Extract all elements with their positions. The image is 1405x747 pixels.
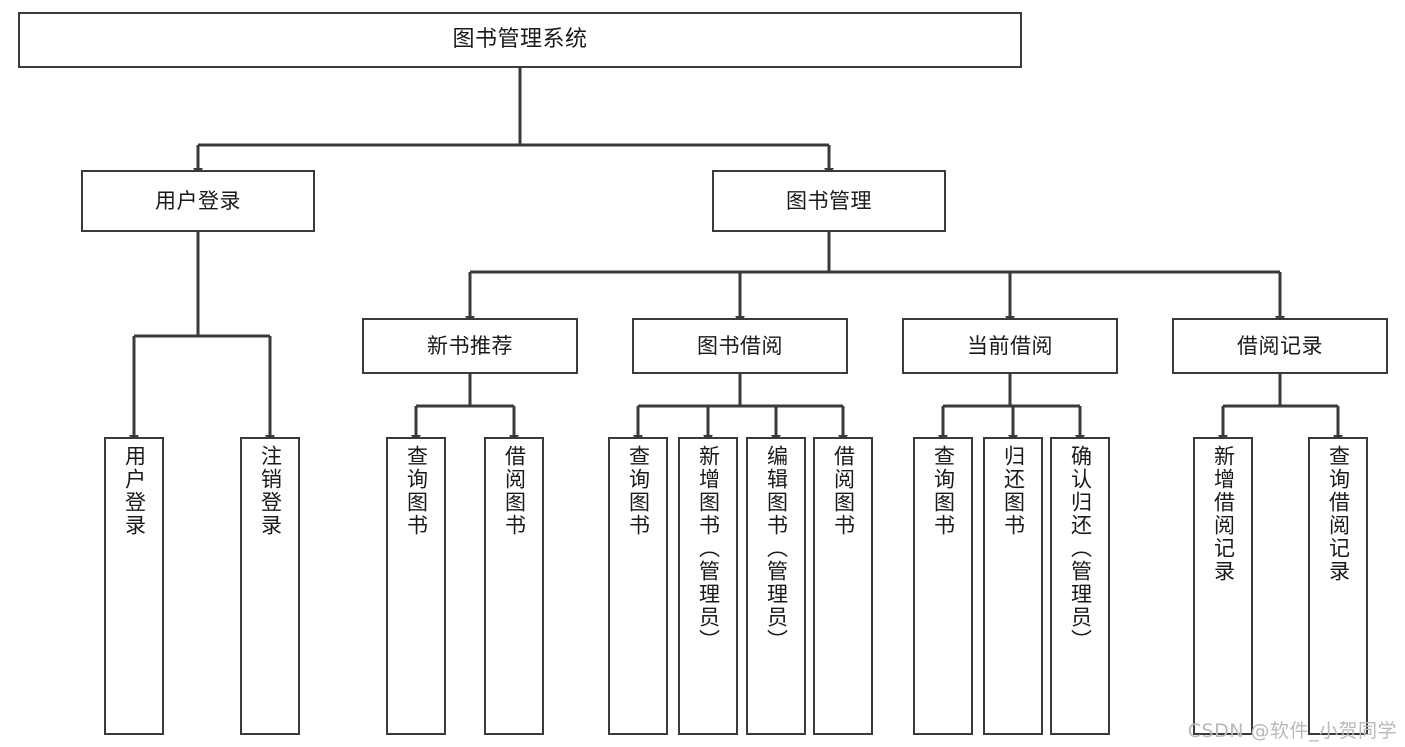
node-label: 编辑图书（管理员）: [764, 445, 789, 652]
node-root[interactable]: 图书管理系统: [18, 12, 1022, 68]
node-newbooks[interactable]: 新书推荐: [362, 318, 578, 374]
node-label: 归还图书: [1001, 445, 1026, 537]
node-label: 借阅图书: [831, 445, 856, 537]
node-l_r_query[interactable]: 查询借阅记录: [1308, 437, 1368, 735]
node-l_b_add[interactable]: 新增图书（管理员）: [678, 437, 738, 735]
node-l_login[interactable]: 用户登录: [104, 437, 164, 735]
node-bookmgmt[interactable]: 图书管理: [712, 170, 946, 232]
node-label: 新书推荐: [427, 333, 513, 358]
node-l_b_borrow[interactable]: 借阅图书: [813, 437, 873, 735]
node-label: 查询图书: [404, 445, 429, 537]
node-l_c_confirm[interactable]: 确认归还（管理员）: [1050, 437, 1110, 735]
node-label: 查询图书: [931, 445, 956, 537]
node-label: 用户登录: [122, 445, 147, 537]
node-label: 借阅记录: [1237, 333, 1323, 358]
node-borrow[interactable]: 图书借阅: [632, 318, 848, 374]
watermark: CSDN @软件_小贺同学: [1187, 720, 1397, 742]
node-l_nb_borrow[interactable]: 借阅图书: [484, 437, 544, 735]
node-l_r_add[interactable]: 新增借阅记录: [1193, 437, 1253, 735]
node-label: 新增图书（管理员）: [696, 445, 721, 652]
node-records[interactable]: 借阅记录: [1172, 318, 1388, 374]
node-l_nb_query[interactable]: 查询图书: [386, 437, 446, 735]
node-l_b_query[interactable]: 查询图书: [608, 437, 668, 735]
node-label: 新增借阅记录: [1211, 445, 1236, 583]
node-l_logout[interactable]: 注销登录: [240, 437, 300, 735]
node-label: 图书管理: [786, 188, 872, 213]
node-login[interactable]: 用户登录: [81, 170, 315, 232]
node-l_c_query[interactable]: 查询图书: [913, 437, 973, 735]
node-label: 查询图书: [626, 445, 651, 537]
node-l_b_edit[interactable]: 编辑图书（管理员）: [746, 437, 806, 735]
node-l_c_return[interactable]: 归还图书: [983, 437, 1043, 735]
node-label: 确认归还（管理员）: [1068, 445, 1093, 652]
node-label: 图书管理系统: [452, 27, 588, 53]
node-label: 查询借阅记录: [1326, 445, 1351, 583]
node-label: 当前借阅: [967, 333, 1053, 358]
node-label: 图书借阅: [697, 333, 783, 358]
node-label: 注销登录: [258, 445, 283, 537]
node-label: 借阅图书: [502, 445, 527, 537]
node-label: 用户登录: [155, 188, 241, 213]
node-current[interactable]: 当前借阅: [902, 318, 1118, 374]
